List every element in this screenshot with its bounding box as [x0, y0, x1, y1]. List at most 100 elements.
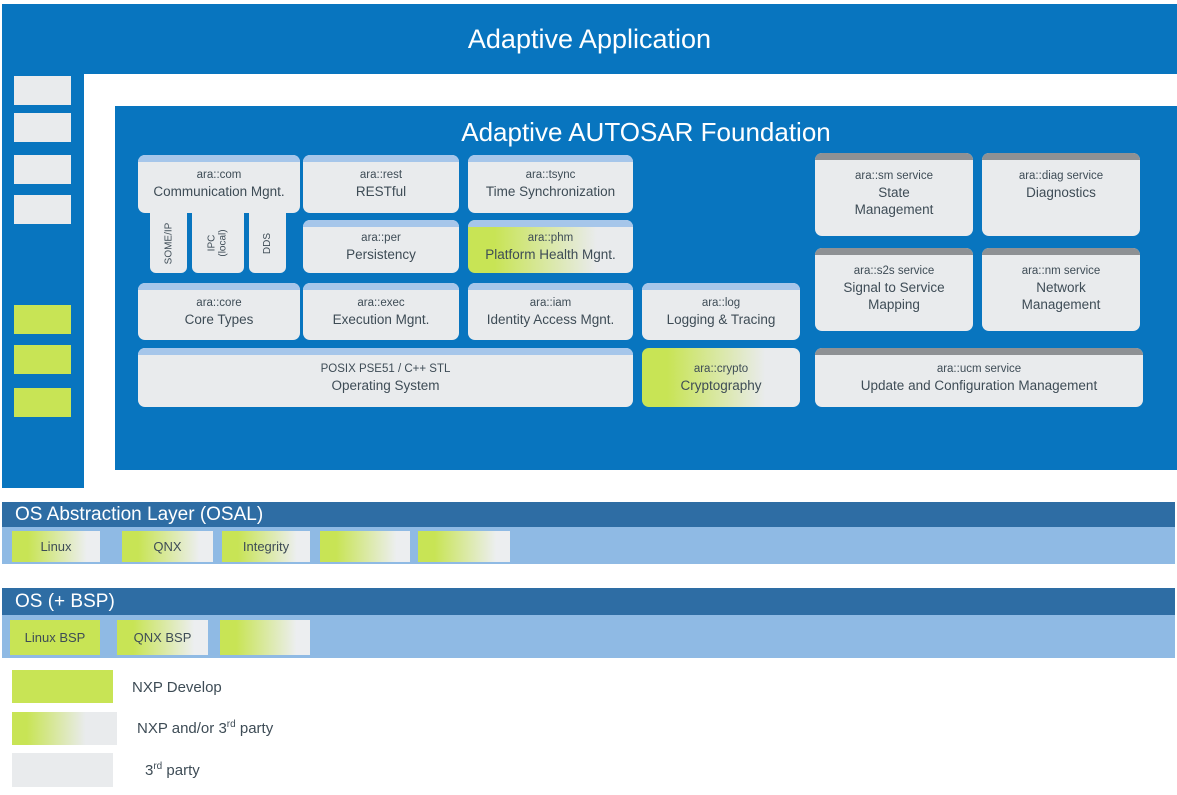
sidebar-stub-box: [14, 76, 71, 105]
os-bsp-header: OS (+ BSP): [2, 588, 1175, 615]
module-namespace: ara::per: [361, 231, 401, 244]
protocol-box-someip: SOME/IP: [150, 213, 187, 273]
module-name: Core Types: [184, 311, 254, 327]
module-name: Management: [854, 202, 934, 217]
sidebar-stub-box-green: [14, 305, 71, 334]
bsp-box-label: QNX BSP: [133, 630, 192, 645]
module-namespace: ara::sm service: [855, 170, 933, 182]
module-ara-exec: ara::exec Execution Mgnt.: [303, 283, 459, 340]
module-name: Communication Mgnt.: [153, 184, 285, 199]
sidebar-stub-box: [14, 155, 71, 184]
module-namespace: POSIX PSE51 / C++ STL: [320, 362, 451, 375]
module-ara-core: ara::core Core Types: [138, 283, 300, 340]
module-strip: [303, 155, 459, 162]
module-ara-com: ara::com Communication Mgnt.: [138, 155, 300, 213]
module-ara-phm: ara::phm Platform Health Mgnt.: [468, 220, 633, 273]
adaptive-application-bar: Adaptive Application: [2, 4, 1177, 74]
module-namespace: ara::exec: [357, 296, 405, 309]
bsp-box-linux: Linux BSP: [10, 620, 100, 655]
foundation-title: Adaptive AUTOSAR Foundation: [461, 117, 831, 147]
module-name: Mapping: [868, 297, 920, 312]
module-name: Network: [1036, 280, 1086, 295]
legend-label-nxp-develop: NXP Develop: [132, 679, 222, 696]
legend-label-3rd-party: 3rd party: [145, 761, 200, 780]
left-sidebar: [2, 74, 84, 488]
module-name: Platform Health Mgnt.: [485, 246, 616, 262]
module-name: Signal to Service: [843, 280, 945, 295]
module-ara-tsync: ara::tsync Time Synchronization: [468, 155, 633, 213]
module-posix-os: POSIX PSE51 / C++ STL Operating System: [138, 348, 633, 407]
module-namespace: ara::iam: [529, 296, 572, 309]
module-namespace: ara::crypto: [693, 362, 749, 375]
legend-swatch-3rd-party: [12, 753, 113, 787]
osal-header: OS Abstraction Layer (OSAL): [2, 502, 1175, 527]
module-name: Persistency: [346, 246, 416, 262]
module-namespace: ara::tsync: [525, 169, 576, 181]
module-name: Update and Configuration Management: [860, 377, 1098, 393]
module-strip: [815, 153, 973, 160]
module-strip: [303, 220, 459, 227]
module-strip: [138, 155, 300, 162]
module-ara-s2s-service: ara::s2s service Signal to Service Mappi…: [815, 248, 973, 331]
bsp-box-label: Linux BSP: [24, 630, 86, 645]
module-strip: [815, 248, 973, 255]
osal-box-unlabeled: [320, 531, 410, 562]
legend-label-nxp-or-3rd-party: NXP and/or 3rd party: [137, 719, 274, 738]
module-strip: [982, 153, 1140, 160]
module-name: Cryptography: [680, 377, 762, 393]
module-strip: [468, 220, 633, 227]
sidebar-stub-box-green: [14, 345, 71, 374]
module-namespace: ara::nm service: [1021, 265, 1101, 277]
module-ara-crypto: ara::crypto Cryptography: [642, 348, 800, 407]
module-ara-diag-service: ara::diag service Diagnostics: [982, 153, 1140, 236]
module-namespace: ara::log: [701, 296, 741, 309]
sidebar-stub-box-green: [14, 388, 71, 417]
module-namespace: ara::ucm service: [936, 362, 1022, 375]
module-namespace: ara::core: [196, 296, 242, 309]
module-ara-rest: ara::rest RESTful: [303, 155, 459, 213]
module-name: Diagnostics: [1026, 185, 1096, 200]
protocol-label: DDS: [262, 232, 273, 254]
protocol-label: SOME/IP: [163, 222, 174, 264]
module-strip: [468, 155, 633, 162]
module-name: State: [878, 185, 910, 200]
osal-box-label: Linux: [40, 539, 72, 554]
module-name: Execution Mgnt.: [332, 311, 430, 327]
module-name: Logging & Tracing: [666, 311, 776, 327]
osal-box-label: QNX: [153, 539, 182, 554]
protocol-label: IPC: [206, 234, 218, 252]
osal-box-linux: Linux: [12, 531, 100, 562]
module-strip: [138, 283, 300, 290]
module-strip: [642, 283, 800, 290]
module-ara-nm-service: ara::nm service Network Management: [982, 248, 1140, 331]
module-strip: [138, 348, 633, 355]
module-name: Operating System: [331, 377, 440, 393]
module-name: RESTful: [355, 184, 407, 199]
adaptive-application-title: Adaptive Application: [467, 23, 712, 54]
bsp-box-unlabeled: [220, 620, 310, 655]
module-namespace: ara::s2s service: [853, 265, 935, 277]
module-name: Management: [1021, 297, 1101, 312]
os-bsp-title: OS (+ BSP): [15, 590, 115, 612]
foundation-panel: Adaptive AUTOSAR Foundation ara::com Com…: [115, 106, 1177, 470]
osal-box-label: Integrity: [242, 539, 290, 554]
module-name: Identity Access Mgnt.: [486, 311, 615, 327]
module-name: Time Synchronization: [485, 184, 616, 199]
module-ara-iam: ara::iam Identity Access Mgnt.: [468, 283, 633, 340]
legend-swatch-nxp-or-3rd-party: [12, 712, 117, 745]
module-strip: [815, 348, 1143, 355]
protocol-label: (local): [217, 229, 229, 257]
protocol-box-dds: DDS: [249, 213, 286, 273]
module-strip: [982, 248, 1140, 255]
module-strip: [303, 283, 459, 290]
protocol-box-ipc-local: IPC (local): [192, 213, 244, 273]
module-namespace: ara::com: [196, 169, 242, 181]
module-namespace: ara::diag service: [1018, 170, 1104, 182]
osal-box-integrity: Integrity: [222, 531, 310, 562]
module-namespace: ara::rest: [359, 169, 403, 181]
module-strip: [468, 283, 633, 290]
osal-box-unlabeled: [418, 531, 510, 562]
osal-box-qnx: QNX: [122, 531, 213, 562]
module-namespace: ara::phm: [527, 231, 574, 244]
